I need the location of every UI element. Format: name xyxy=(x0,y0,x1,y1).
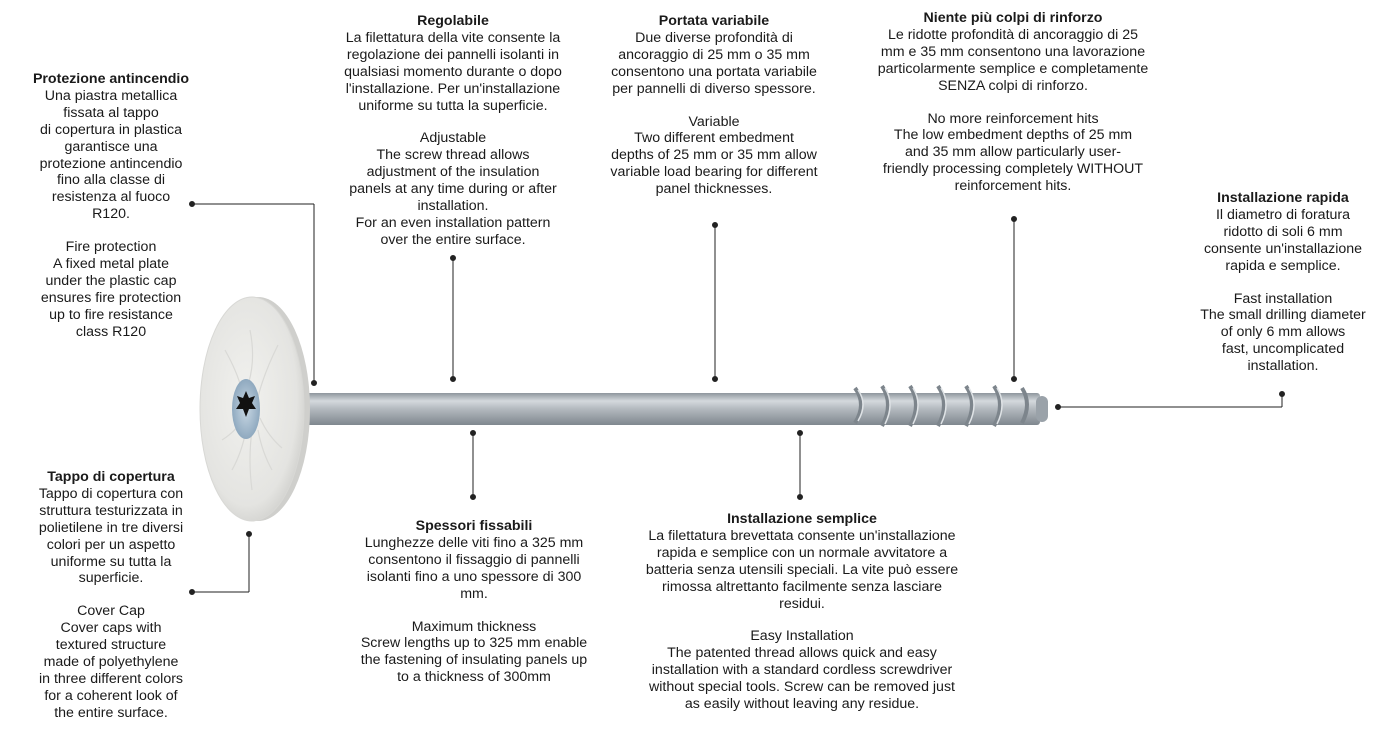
reinforcement-text-en: The low embedment depths of 25 mm and 35… xyxy=(882,127,1144,195)
leader-lines xyxy=(189,201,1285,595)
easy-installation-title-en: Easy Installation xyxy=(750,628,854,645)
thickness-title-it: Spessori fissabili xyxy=(415,518,533,534)
callout-rapid-installation: Installazione rapida Il diametro di fora… xyxy=(1184,190,1382,375)
fire-protection-title-en: Fire protection xyxy=(65,239,157,256)
screw-shaft xyxy=(300,393,1048,425)
cover-cap-title-en: Cover Cap xyxy=(77,603,145,620)
thickness-title-en: Maximum thickness xyxy=(411,618,537,635)
adjustable-title-it: Regolabile xyxy=(417,13,489,29)
variable-text-en: Two different embedment depths of 25 mm … xyxy=(610,130,818,198)
screw-thread xyxy=(853,384,1029,427)
reinforcement-title-it: Niente più colpi di rinforzo xyxy=(923,10,1103,26)
adjustable-title-en: Adjustable xyxy=(419,130,487,147)
fire-protection-text-it: Una piastra metallica fissata al tappo d… xyxy=(39,87,183,223)
rapid-installation-text-it: Il diametro di foratura ridotto di soli … xyxy=(1203,206,1363,274)
adjustable-text-en: The screw thread allows adjustment of th… xyxy=(349,147,557,248)
rapid-installation-text-en: The small drilling diameter of only 6 mm… xyxy=(1200,307,1366,375)
callout-variable: Portata variabile Due diverse profondità… xyxy=(590,13,838,198)
callout-adjustable: Regolabile La filettatura della vite con… xyxy=(318,13,588,249)
easy-installation-text-it: La filettatura brevettata consente un'in… xyxy=(645,527,959,612)
callout-easy-installation: Installazione semplice La filettatura br… xyxy=(616,511,988,713)
reinforcement-title-en: No more reinforcement hits xyxy=(927,110,1099,127)
adjustable-text-it: La filettatura della vite consente la re… xyxy=(344,29,562,114)
thickness-text-en: Screw lengths up to 325 mm enable the fa… xyxy=(360,635,588,686)
thickness-text-it: Lunghezze delle viti fino a 325 mm conse… xyxy=(364,534,584,602)
callout-cover-cap: Tappo di copertura Tappo di copertura co… xyxy=(18,469,204,722)
rapid-installation-title-it: Installazione rapida xyxy=(1217,190,1349,206)
easy-installation-text-en: The patented thread allows quick and eas… xyxy=(649,645,955,713)
cover-cap-text-en: Cover caps with textured structure made … xyxy=(38,620,184,721)
variable-title-it: Portata variabile xyxy=(658,13,770,29)
fire-protection-text-en: A fixed metal plate under the plastic ca… xyxy=(40,256,182,340)
easy-installation-title-it: Installazione semplice xyxy=(727,511,877,527)
variable-text-it: Due diverse profondità di ancoraggio di … xyxy=(611,29,817,97)
cover-cap-title-it: Tappo di copertura xyxy=(47,469,175,485)
callout-reinforcement: Niente più colpi di rinforzo Le ridotte … xyxy=(850,10,1176,195)
callout-thickness: Spessori fissabili Lunghezze delle viti … xyxy=(340,518,608,686)
torx-washer xyxy=(232,379,260,439)
rapid-installation-title-en: Fast installation xyxy=(1233,290,1333,307)
fire-protection-title-it: Protezione antincendio xyxy=(32,71,190,87)
variable-title-en: Variable xyxy=(688,113,740,130)
reinforcement-text-it: Le ridotte profondità di ancoraggio di 2… xyxy=(877,26,1149,94)
callout-fire-protection: Protezione antincendio Una piastra metal… xyxy=(18,71,204,341)
cover-cap-text-it: Tappo di copertura con struttura testuri… xyxy=(38,485,184,587)
